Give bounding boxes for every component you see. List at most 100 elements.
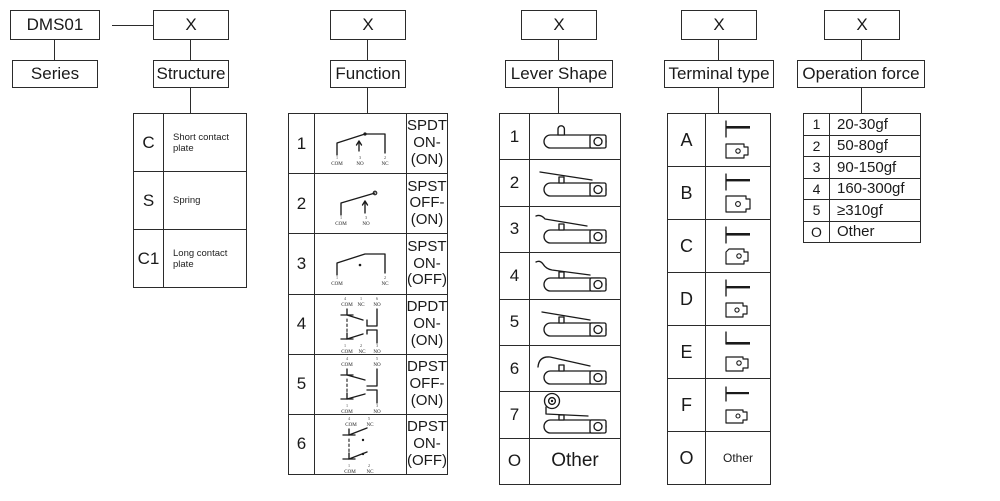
table-row[interactable]: 5 ≥310gf [804,200,920,222]
table-row[interactable]: 3 [500,206,620,254]
table-row[interactable]: 4 [500,253,620,300]
table-row[interactable]: 2 50-80gf [804,135,920,157]
terminal-code: A [668,114,706,166]
lever-plain-plunger-icon [530,114,620,159]
svg-text:COM: COM [331,161,343,167]
table-row[interactable]: S Spring [134,172,246,230]
svg-text:NO: NO [356,161,364,167]
circuit-diagram-spst-no-icon: 1 3 COM NO [315,174,407,234]
lever-code: O [500,438,530,484]
structure-desc: Long contact plate [173,247,228,270]
terminal-straight-tab-wide-icon [706,167,770,219]
table-row[interactable]: 3 90-150gf [804,157,920,179]
lever-label-box: Lever Shape [505,60,613,88]
table-row[interactable]: F [668,379,770,432]
table-row[interactable]: 2 [500,160,620,207]
terminal-code: O [668,432,706,484]
structure-code: S [134,172,164,229]
terminal-other-label: Other [722,451,753,465]
terminal-code: C [668,220,706,272]
svg-text:3: 3 [364,215,367,220]
svg-text:3: 3 [375,403,378,408]
force-label-box: Operation force [797,60,925,88]
svg-text:NO: NO [373,409,381,415]
svg-text:2: 2 [383,155,386,160]
structure-code: C [134,114,164,171]
svg-text:COM: COM [341,362,353,368]
table-row[interactable]: 6 4 5 COM NC 1 2 COM NC [289,414,448,475]
table-row[interactable]: E [668,326,770,379]
terminal-label-box: Terminal type [664,60,774,88]
svg-text:1: 1 [359,296,362,301]
svg-text:2: 2 [367,463,370,468]
structure-code: C1 [134,230,164,287]
svg-text:COM: COM [335,221,347,227]
lever-straight-icon [530,160,620,205]
svg-text:1: 1 [345,403,348,408]
lever-stem-lower [558,88,560,113]
table-row[interactable]: 3 1 2 COM NC SPST ON-(OFF) [289,234,447,295]
table-row[interactable]: 4 160-300gf [804,178,920,200]
force-code: 1 [804,114,830,135]
function-stem-upper [367,40,369,60]
table-row[interactable]: A [668,114,770,167]
table-row[interactable]: O Other [500,438,620,484]
table-row[interactable]: 1 [500,114,620,161]
function-x-box: X [330,10,406,40]
table-row[interactable]: 1 1 3 2 COM NO NC SPDT ON-(ON) [289,114,447,175]
force-value: Other [837,223,875,241]
function-code: 6 [289,414,315,475]
table-row[interactable]: 5 4 5 COM NO 1 3 COM NO [289,354,447,415]
lever-code: 1 [500,114,530,160]
svg-text:1: 1 [339,215,342,220]
structure-label-box: Structure [153,60,229,88]
function-code: 2 [289,174,315,234]
table-row[interactable]: 4 4 1 6 COM NC NO [289,294,447,355]
function-description: DPST OFF-(ON) [407,355,447,414]
structure-stem-upper [190,40,192,60]
svg-text:3: 3 [358,155,361,160]
force-code: 2 [804,135,830,156]
lever-other-label: Other [551,450,599,472]
table-row[interactable]: B [668,167,770,220]
function-type: DPST [407,418,448,436]
function-description: SPST ON-(OFF) [407,234,447,293]
force-value: ≥310gf [837,201,883,219]
table-row[interactable]: C [668,220,770,273]
lever-code: 6 [500,345,530,392]
svg-text:NC: NC [381,161,389,167]
lever-x-box: X [521,10,597,40]
table-row[interactable]: 2 1 3 COM NO SPST OFF-(ON) [289,174,447,235]
circuit-diagram-dpst-nc-icon: 4 5 COM NC 1 2 COM NC [315,414,407,475]
function-type: DPST [407,358,448,376]
force-code: 3 [804,157,830,178]
table-row[interactable]: O Other [668,432,770,484]
lever-code: 5 [500,299,530,345]
function-label-box: Function [330,60,406,88]
lever-code: 2 [500,160,530,206]
series-stem [54,40,56,60]
table-row[interactable]: 5 [500,299,620,346]
force-value: 20-30gf [837,115,888,133]
table-row[interactable]: C1 Long contact plate [134,230,246,287]
terminal-x-box: X [681,10,757,40]
svg-text:1: 1 [347,463,350,468]
lever-short-straight-icon [530,300,620,345]
terminal-code: F [668,379,706,431]
table-row[interactable]: C Short contact plate [134,114,246,172]
svg-text:COM: COM [344,469,356,475]
svg-text:5: 5 [367,416,370,421]
table-row[interactable]: 6 [500,345,620,393]
table-row[interactable]: 1 20-30gf [804,114,920,136]
svg-text:NO: NO [362,221,370,227]
force-stem-upper [861,40,863,60]
svg-text:1: 1 [343,343,346,348]
table-row[interactable]: D [668,273,770,326]
lever-hooked-long-icon [530,253,620,298]
terminal-code: D [668,273,706,325]
force-stem-lower [861,88,863,113]
lever-curved-icon [530,346,620,391]
table-row[interactable]: O Other [804,221,920,242]
table-row[interactable]: 7 [500,392,620,439]
